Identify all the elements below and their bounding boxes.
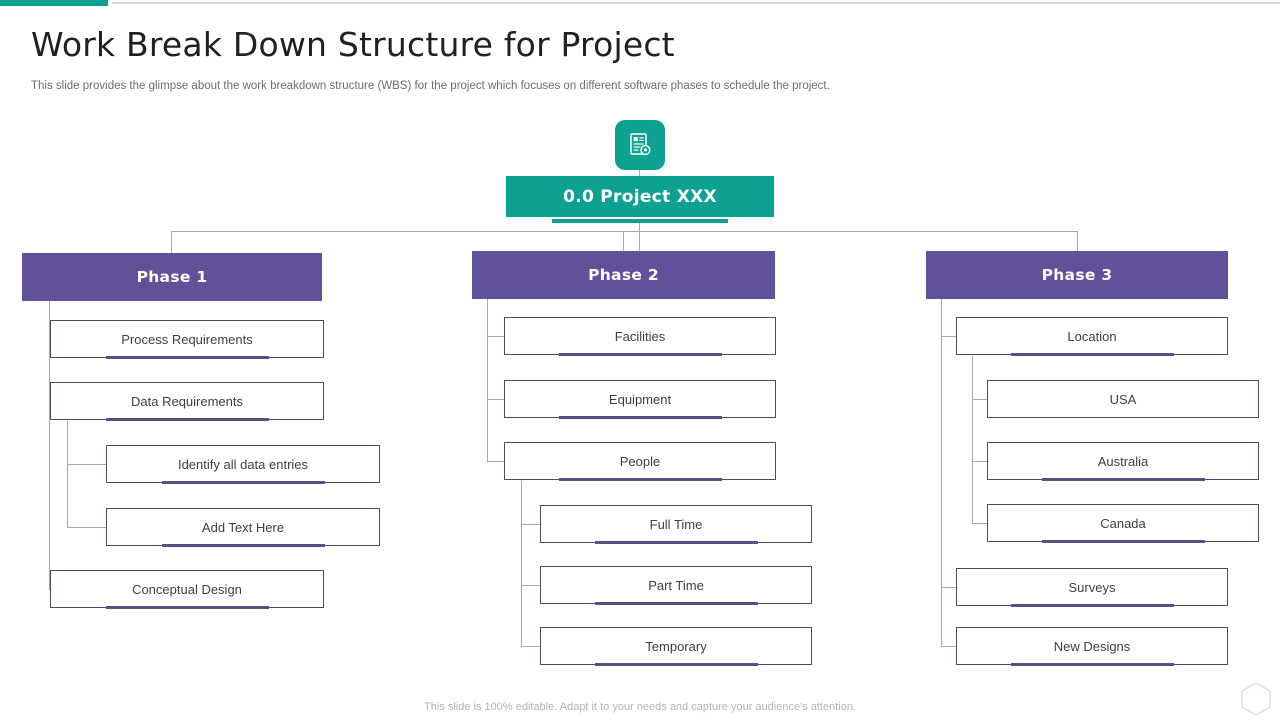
node-new-designs[interactable]: New Designs xyxy=(956,627,1228,665)
top-accent-bar-teal xyxy=(0,0,108,6)
node-part-time[interactable]: Part Time xyxy=(540,566,812,604)
node-underline xyxy=(559,353,722,356)
node-surveys[interactable]: Surveys xyxy=(956,568,1228,606)
node-label: New Designs xyxy=(1053,638,1131,654)
connector-trunk-data-requirements xyxy=(67,421,68,527)
node-australia[interactable]: Australia xyxy=(987,442,1259,480)
phase-header-3-underline xyxy=(973,295,1174,299)
root-node-label: 0.0 Project XXX xyxy=(563,186,717,207)
connector-drop-phase-1 xyxy=(171,231,172,254)
page-subtitle: This slide provides the glimpse about th… xyxy=(31,80,830,92)
node-identify-all-data-entries[interactable]: Identify all data entries xyxy=(106,445,380,483)
connector-trunk-location xyxy=(972,356,973,524)
node-add-text-here[interactable]: Add Text Here xyxy=(106,508,380,546)
node-underline xyxy=(106,418,269,421)
node-label: Facilities xyxy=(614,328,666,344)
document-gear-icon xyxy=(630,133,651,156)
connector-stub-usa xyxy=(972,399,988,400)
connector-drop-phase-2 xyxy=(623,231,624,251)
phase-header-2-label: Phase 2 xyxy=(588,266,659,284)
phase-header-1-label: Phase 1 xyxy=(136,268,208,286)
node-canada[interactable]: Canada xyxy=(987,504,1259,542)
node-underline xyxy=(559,478,722,481)
node-label: Full Time xyxy=(649,516,703,532)
node-label: Surveys xyxy=(1068,579,1116,595)
node-label: Equipment xyxy=(608,391,672,407)
connector-icon-to-root xyxy=(639,170,640,178)
connector-drop-phase-3 xyxy=(1077,231,1078,251)
node-temporary[interactable]: Temporary xyxy=(540,627,812,665)
connector-stub-people xyxy=(487,461,505,462)
node-label: Conceptual Design xyxy=(132,581,242,597)
connector-stub-temporary xyxy=(521,646,541,647)
connector-stub-equipment xyxy=(487,399,505,400)
connector-trunk-phase-2 xyxy=(487,299,488,462)
node-label: Temporary xyxy=(645,638,707,654)
node-equipment[interactable]: Equipment xyxy=(504,380,776,418)
node-label: Data Requirements xyxy=(131,393,243,409)
node-underline xyxy=(1011,663,1174,666)
node-underline xyxy=(1011,604,1174,607)
node-people[interactable]: People xyxy=(504,442,776,480)
root-icon-tile xyxy=(615,120,665,170)
connector-stub-surveys xyxy=(941,587,957,588)
node-full-time[interactable]: Full Time xyxy=(540,505,812,543)
root-node-project[interactable]: 0.0 Project XXX xyxy=(506,176,774,217)
node-conceptual-design[interactable]: Conceptual Design xyxy=(50,570,324,608)
node-data-requirements[interactable]: Data Requirements xyxy=(50,382,324,420)
connector-stub-full-time xyxy=(521,524,541,525)
connector-trunk-phase-1 xyxy=(49,301,50,589)
node-label: People xyxy=(619,453,661,469)
node-label: USA xyxy=(1109,391,1137,407)
phase-header-1[interactable]: Phase 1 xyxy=(22,253,322,301)
node-location[interactable]: Location xyxy=(956,317,1228,355)
root-node-underline xyxy=(552,219,728,223)
node-underline xyxy=(1042,540,1205,543)
connector-trunk-people xyxy=(521,481,522,647)
node-underline xyxy=(162,544,325,547)
node-facilities[interactable]: Facilities xyxy=(504,317,776,355)
phase-header-2[interactable]: Phase 2 xyxy=(472,251,775,299)
node-underline xyxy=(595,663,758,666)
connector-root-bus xyxy=(171,231,1078,232)
node-label: Location xyxy=(1067,328,1117,344)
node-label: Add Text Here xyxy=(201,519,285,535)
top-accent-rule-grey xyxy=(112,2,1280,4)
connector-trunk-phase-3 xyxy=(941,299,942,647)
phase-header-1-underline xyxy=(68,297,269,301)
node-process-requirements[interactable]: Process Requirements xyxy=(50,320,324,358)
node-label: Canada xyxy=(1100,515,1146,531)
node-label: Part Time xyxy=(648,577,704,593)
connector-stub-canada xyxy=(972,523,988,524)
node-label: Australia xyxy=(1097,453,1149,469)
node-underline xyxy=(595,602,758,605)
node-underline xyxy=(106,356,269,359)
connector-stub-add-text-here xyxy=(67,527,107,528)
node-underline xyxy=(595,541,758,544)
node-underline xyxy=(106,606,269,609)
phase-header-3[interactable]: Phase 3 xyxy=(926,251,1228,299)
phase-header-2-underline xyxy=(519,295,720,299)
node-usa[interactable]: USA xyxy=(987,380,1259,418)
connector-root-trunk xyxy=(639,223,640,253)
node-underline xyxy=(1011,353,1174,356)
connector-stub-identify-all-data-entries xyxy=(67,464,107,465)
hexagon-logo-icon xyxy=(1241,682,1271,716)
phase-header-3-label: Phase 3 xyxy=(1041,266,1113,284)
node-underline xyxy=(162,481,325,484)
connector-stub-location xyxy=(941,336,957,337)
connector-stub-australia xyxy=(972,461,988,462)
page-title: Work Break Down Structure for Project xyxy=(31,25,675,64)
connector-stub-facilities xyxy=(487,336,505,337)
node-label: Identify all data entries xyxy=(177,456,309,472)
node-label: Process Requirements xyxy=(121,331,253,347)
node-underline xyxy=(1042,478,1205,481)
connector-stub-part-time xyxy=(521,585,541,586)
connector-stub-new-designs xyxy=(941,646,957,647)
node-underline xyxy=(559,416,722,419)
footer-note: This slide is 100% editable. Adapt it to… xyxy=(424,701,856,713)
